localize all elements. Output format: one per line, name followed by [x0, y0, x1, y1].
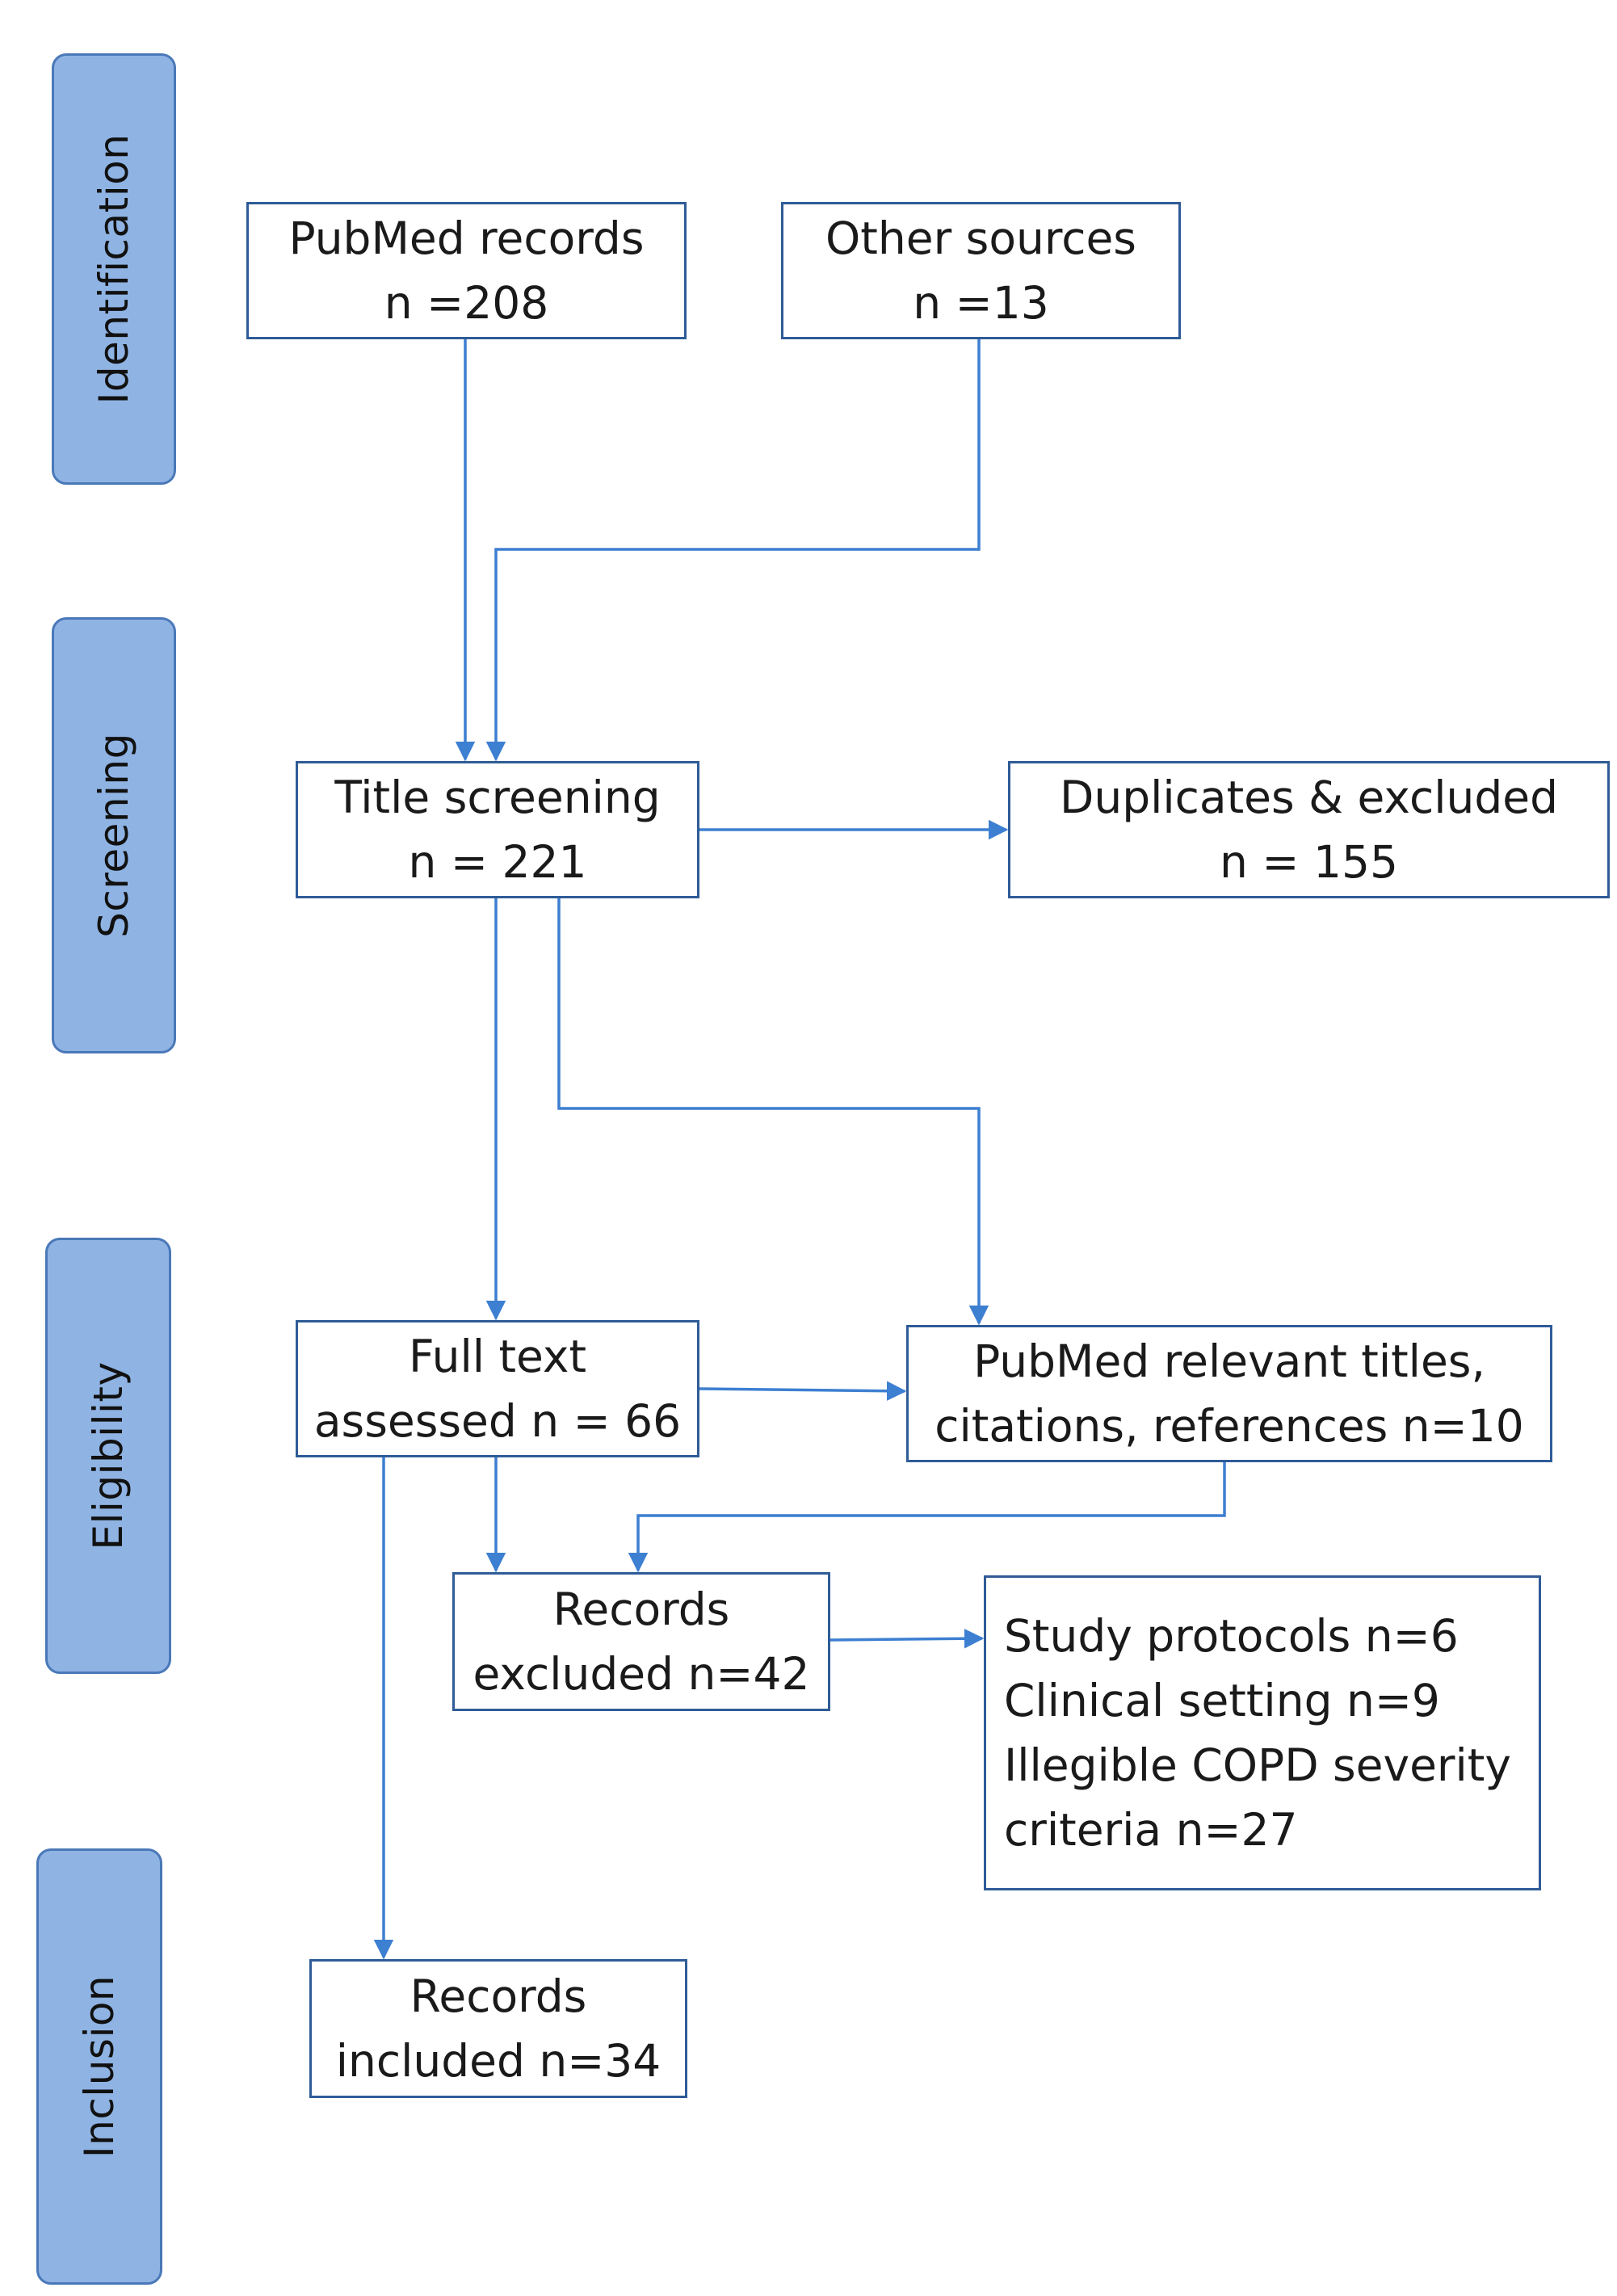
arrow-excluded-to-reasons [830, 1628, 985, 1649]
other-sources-title: Other sources [825, 212, 1136, 264]
other-sources-count: n =13 [913, 277, 1049, 329]
title-screening-title: Title screening [334, 772, 661, 823]
arrow-fulltext-to-relevant [699, 1381, 907, 1401]
pubmed-relevant-count: citations, references n=10 [934, 1400, 1524, 1452]
box-records-included: Records included n=34 [309, 1959, 687, 2098]
reason-study-protocols: Study protocols n=6 [1004, 1610, 1459, 1662]
box-records-excluded: Records excluded n=42 [452, 1572, 830, 1711]
records-excluded-title: Records [552, 1583, 730, 1635]
box-title-screening: Title screening n = 221 [296, 761, 699, 898]
box-full-text-assessed: Full text assessed n = 66 [296, 1320, 699, 1457]
duplicates-excluded-title: Duplicates & excluded [1059, 772, 1559, 823]
arrow-title-to-relevant [557, 898, 989, 1326]
stage-eligibility: Eligibility [45, 1238, 171, 1674]
box-pubmed-relevant: PubMed relevant titles, citations, refer… [906, 1325, 1552, 1462]
pubmed-records-count: n =208 [384, 277, 549, 329]
full-text-title: Full text [408, 1331, 587, 1382]
stage-screening: Screening [52, 617, 176, 1053]
stage-identification: Identification [52, 53, 176, 485]
full-text-count: assessed n = 66 [313, 1395, 682, 1447]
records-included-count: included n=34 [335, 2035, 662, 2087]
box-duplicates-excluded: Duplicates & excluded n = 155 [1008, 761, 1610, 898]
box-exclusion-reasons: Study protocols n=6 Clinical setting n=9… [984, 1575, 1541, 1890]
box-other-sources: Other sources n =13 [781, 202, 1181, 339]
pubmed-relevant-title: PubMed relevant titles, [973, 1335, 1485, 1387]
arrow-other-to-title [485, 339, 981, 762]
title-screening-count: n = 221 [408, 836, 587, 888]
stage-inclusion: Inclusion [36, 1848, 162, 2285]
reason-clinical-setting: Clinical setting n=9 [1004, 1675, 1440, 1726]
reason-illegible-copd-count: criteria n=27 [1004, 1804, 1298, 1856]
records-excluded-count: excluded n=42 [472, 1648, 810, 1700]
arrow-relevant-to-excluded [628, 1462, 1226, 1573]
pubmed-records-title: PubMed records [288, 212, 645, 264]
reason-illegible-copd: Illegible COPD severity [1004, 1739, 1511, 1791]
duplicates-excluded-count: n = 155 [1220, 836, 1398, 888]
records-included-title: Records [410, 1970, 587, 2022]
box-pubmed-records: PubMed records n =208 [246, 202, 687, 339]
